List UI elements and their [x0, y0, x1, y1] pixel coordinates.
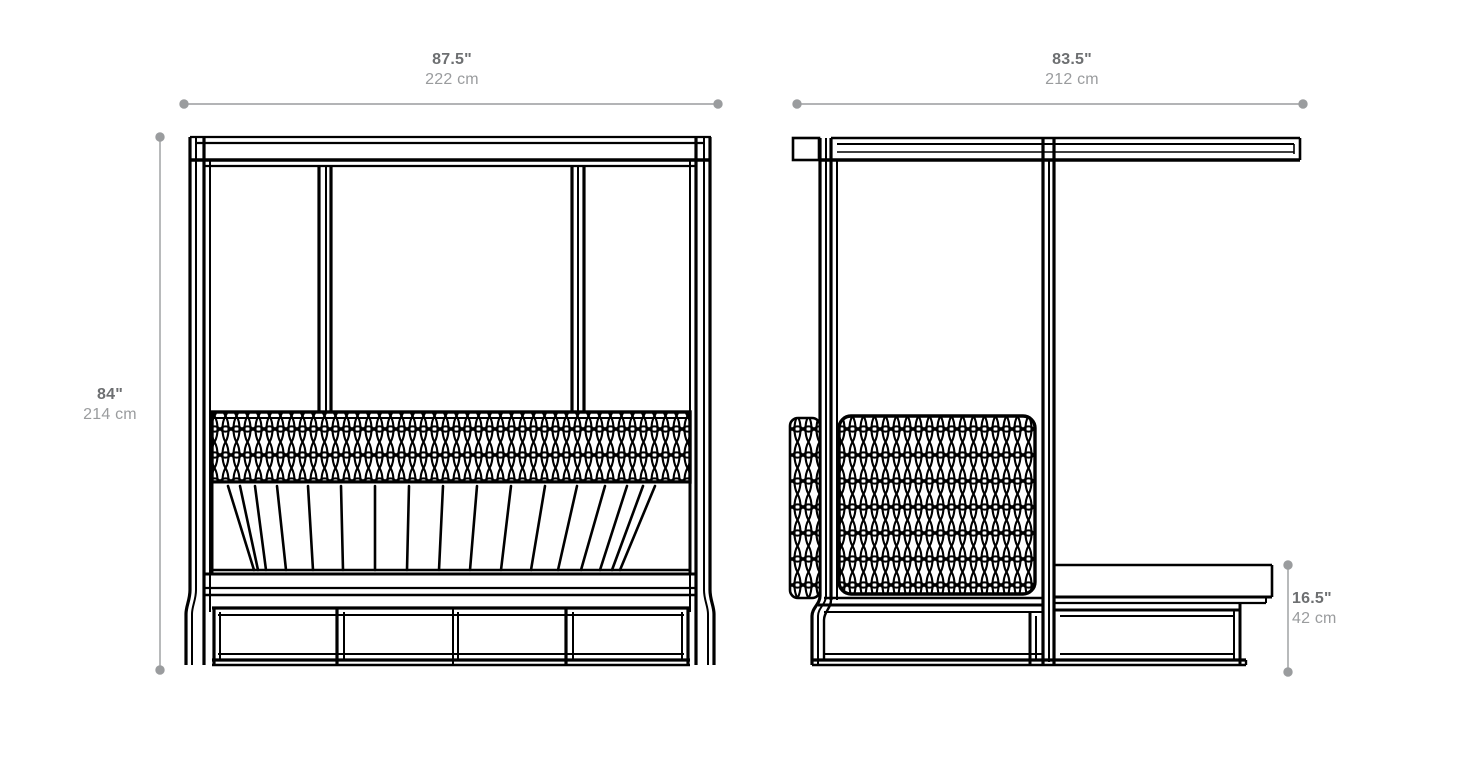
front-elevation-view [184, 135, 716, 667]
front-width-cm: 222 cm [425, 70, 479, 88]
dimension-label-seat-height: 16.5" 42 cm [1292, 589, 1422, 628]
side-bench-seat [1054, 563, 1274, 667]
front-base-plinth [212, 606, 690, 667]
dimension-line-seat-height [1283, 560, 1293, 677]
dimension-label-side-width: 83.5" 212 cm [972, 50, 1172, 89]
front-width-inches: 87.5" [432, 51, 472, 68]
dimension-line-side-width [792, 99, 1308, 109]
dimension-label-front-width: 87.5" 222 cm [352, 50, 552, 89]
side-width-cm: 212 cm [1045, 70, 1099, 88]
dimension-line-front-width [179, 99, 723, 109]
front-backrest-cushion [210, 410, 692, 484]
dimension-line-front-height [155, 132, 165, 675]
seat-height-cm: 42 cm [1292, 609, 1337, 627]
front-height-inches: 84" [97, 386, 123, 403]
side-elevation-view [788, 136, 1302, 667]
side-width-inches: 83.5" [1052, 51, 1092, 68]
front-height-cm: 214 cm [83, 405, 137, 423]
side-backrest-cushion [837, 414, 1037, 596]
front-seat-cushion [210, 480, 692, 576]
side-edge-cushion-strip [788, 416, 822, 600]
seat-height-inches: 16.5" [1292, 590, 1332, 607]
dimension-label-front-height: 84" 214 cm [40, 385, 180, 424]
side-base-plinth [812, 612, 1054, 667]
